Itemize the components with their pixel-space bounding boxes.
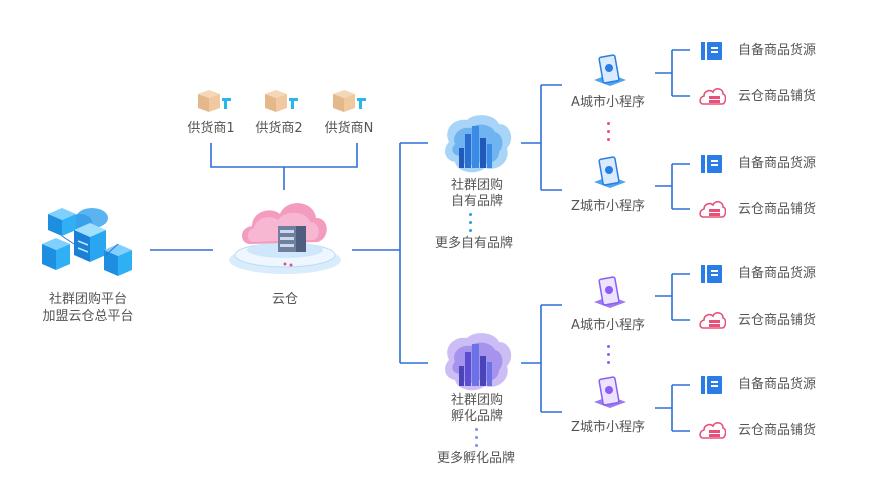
brand-label-line1: 社群团购: [450, 393, 503, 408]
item-label: 自备商品货源: [738, 266, 817, 281]
supplier-label: 供货商N: [324, 121, 374, 136]
more-dot: [607, 361, 610, 364]
app-label: Z城市小程序: [571, 199, 645, 214]
item-label: 自备商品货源: [738, 156, 817, 171]
app-label: A城市小程序: [571, 95, 645, 110]
more-dot: [607, 130, 610, 133]
cloud-goods-icon: [698, 86, 727, 112]
book-icon: [700, 374, 724, 400]
app-label: Z城市小程序: [571, 420, 645, 435]
brand-more-label: 更多自有品牌: [434, 236, 513, 251]
more-dot: [607, 138, 610, 141]
phone-app-icon: [590, 152, 630, 196]
item-label: 自备商品货源: [738, 377, 817, 392]
item-label: 云仓商品铺货: [738, 202, 817, 217]
more-dot: [475, 436, 478, 439]
brand-more-label: 更多孵化品牌: [436, 451, 515, 466]
supplier-box-icon: [330, 88, 370, 118]
phone-app-icon: [590, 50, 630, 94]
more-dot: [475, 444, 478, 447]
item-label: 云仓商品铺货: [738, 89, 817, 104]
phone-app-icon: [590, 372, 630, 416]
platform-label-line1: 社群团购平台: [48, 292, 127, 307]
more-dot: [607, 345, 610, 348]
supplier-box-icon: [262, 88, 302, 118]
server-cube-icon: [42, 208, 132, 276]
cloud-warehouse-label: 云仓: [271, 292, 298, 307]
book-icon: [700, 263, 724, 289]
brand-label-line2: 孵化品牌: [450, 409, 503, 424]
cloud-server-icon: [229, 203, 341, 274]
cloud-goods-icon: [698, 199, 727, 225]
more-dot: [469, 221, 472, 224]
book-icon: [700, 153, 724, 179]
brand-label-line1: 社群团购: [450, 178, 503, 193]
platform-label-line2: 加盟云仓总平台: [42, 309, 134, 324]
more-dot: [607, 122, 610, 125]
platform-node: [34, 200, 140, 284]
supplier-label: 供货商1: [187, 121, 235, 136]
cloud-goods-icon: [698, 310, 727, 336]
supplier-box-icon: [195, 88, 235, 118]
cloud-warehouse-node: [222, 188, 348, 280]
book-icon: [700, 40, 724, 66]
brand-building-icon: [439, 330, 515, 394]
item-label: 云仓商品铺货: [738, 313, 817, 328]
phone-app-icon: [590, 272, 630, 316]
item-label: 云仓商品铺货: [738, 423, 817, 438]
more-dot: [469, 229, 472, 232]
more-dot: [607, 353, 610, 356]
cloud-goods-icon: [698, 420, 727, 446]
item-label: 自备商品货源: [738, 43, 817, 58]
more-dot: [475, 428, 478, 431]
supplier-label: 供货商2: [255, 121, 303, 136]
app-label: A城市小程序: [571, 318, 645, 333]
brand-label-line2: 自有品牌: [450, 194, 503, 209]
brand-building-icon: [439, 112, 515, 176]
more-dot: [469, 213, 472, 216]
